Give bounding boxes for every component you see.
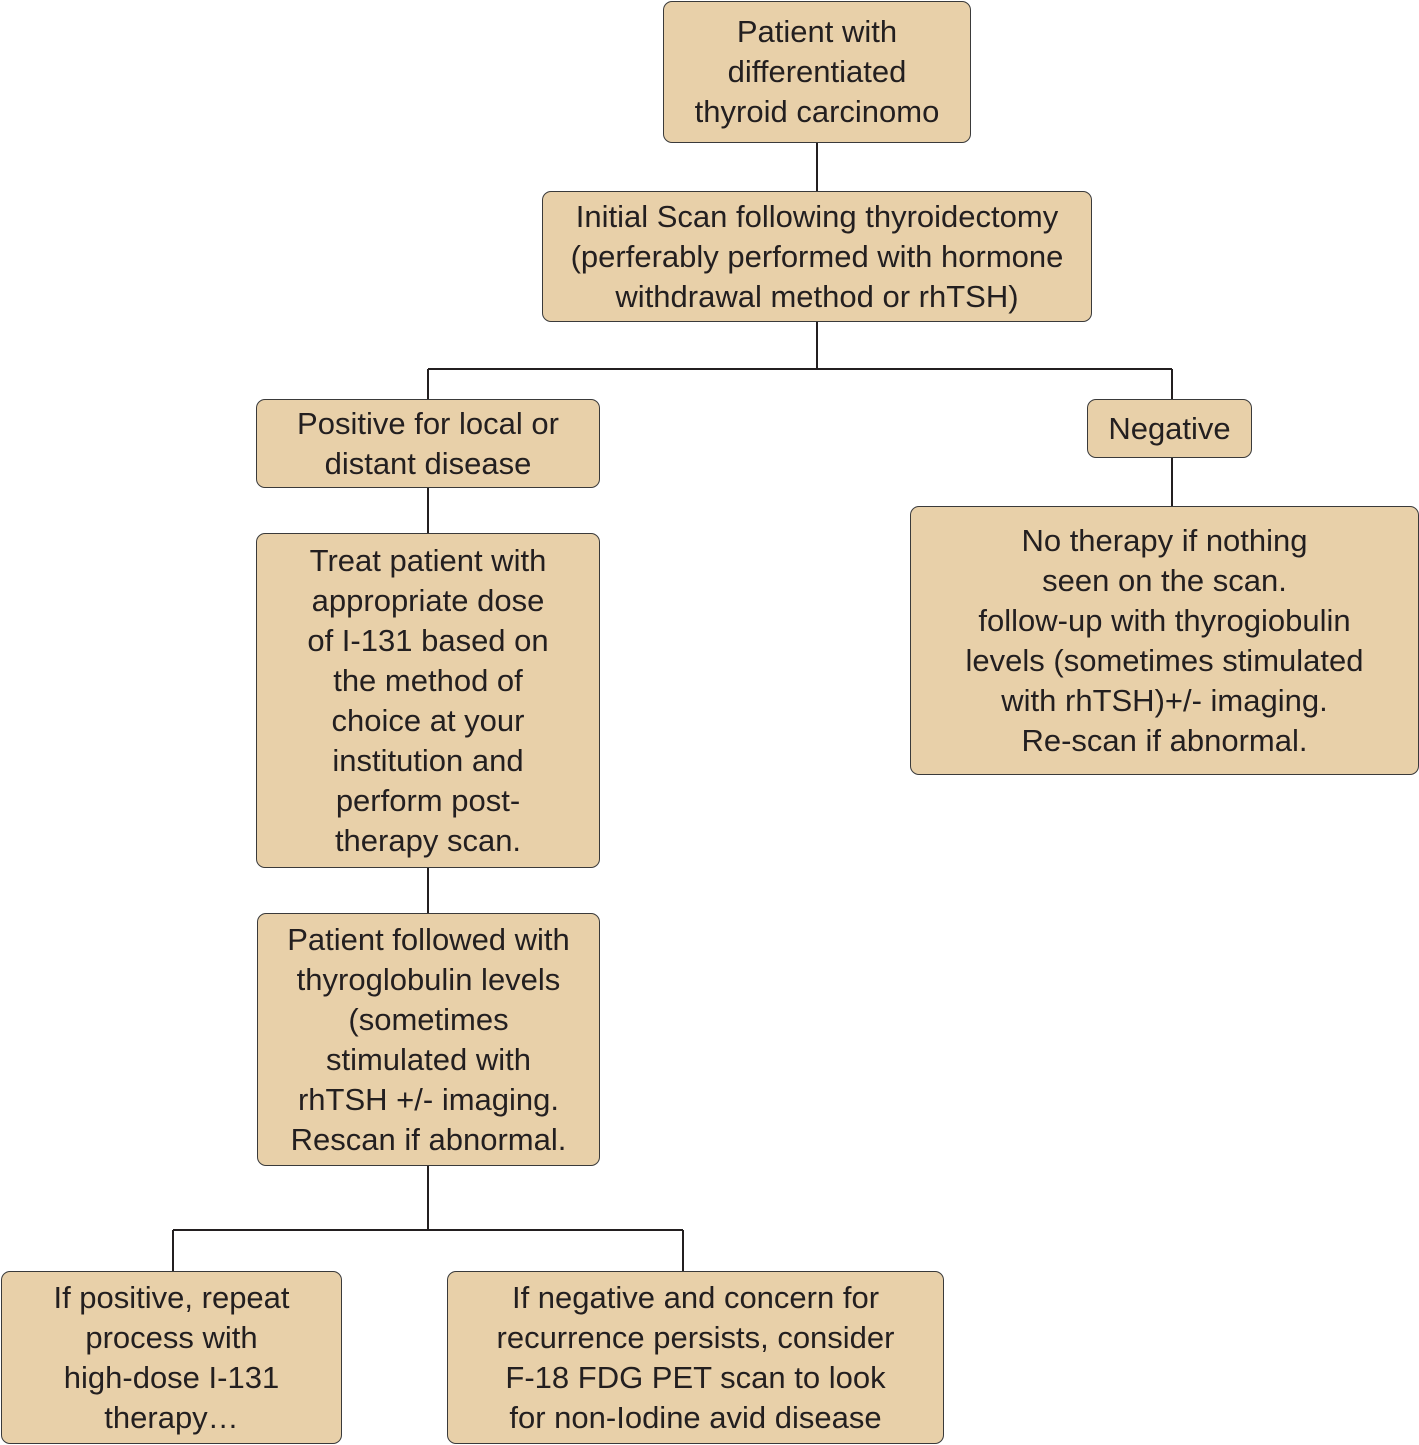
node-initial-scan: Initial Scan following thyroidectomy (pe… (542, 191, 1092, 322)
node-followed-thyroglobulin: Patient followed with thyroglobulin leve… (257, 913, 600, 1166)
node-treat-i131: Treat patient with appropriate dose of I… (256, 533, 600, 868)
node-patient-with-dtc: Patient with differentiated thyroid carc… (663, 1, 971, 143)
node-positive-disease: Positive for local or distant disease (256, 399, 600, 488)
node-if-negative-pet: If negative and concern for recurrence p… (447, 1271, 944, 1444)
node-no-therapy: No therapy if nothing seen on the scan. … (910, 506, 1419, 775)
node-negative: Negative (1087, 399, 1252, 458)
node-if-positive-repeat: If positive, repeat process with high-do… (1, 1271, 342, 1444)
